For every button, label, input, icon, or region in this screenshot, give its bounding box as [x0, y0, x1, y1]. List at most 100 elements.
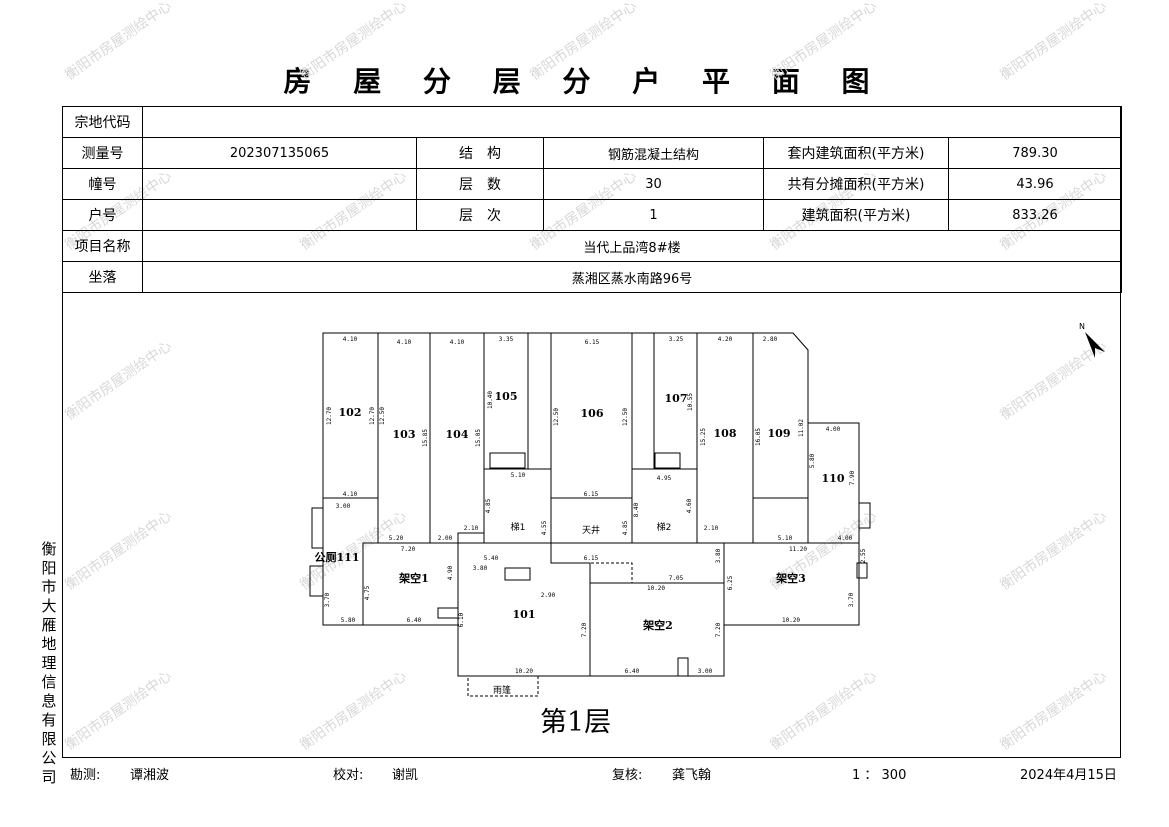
- gongyou-label: 共有分摊面积(平方米): [763, 168, 949, 200]
- hu-value: [142, 199, 417, 231]
- dimension-label: 7.20: [715, 622, 722, 637]
- table-row: 坐落 蒸湘区蒸水南路96号: [62, 261, 1123, 293]
- detail-box: [309, 565, 324, 597]
- dimension-label: 3.25: [669, 336, 684, 343]
- dimension-label: 4.00: [826, 426, 841, 433]
- taonei-label: 套内建筑面积(平方米): [763, 137, 949, 169]
- room-label: 梯1: [511, 521, 526, 533]
- dimension-label: 10.55: [687, 393, 694, 411]
- dimension-label: 10.40: [487, 391, 494, 409]
- stair-2-outline: [631, 468, 698, 544]
- shaft-a-outline: [527, 332, 552, 470]
- dimension-label: 4.90: [447, 565, 454, 580]
- dimension-label: 10.20: [782, 617, 800, 624]
- detail-box: [654, 452, 681, 469]
- dimension-label: 5.80: [341, 617, 356, 624]
- room-label: 公厕111: [315, 551, 360, 564]
- dimension-label: 12.50: [379, 407, 386, 425]
- censhu-value: 30: [543, 168, 764, 200]
- dimension-label: 11.20: [789, 546, 807, 553]
- dashed-outline: [551, 562, 633, 583]
- dimension-label: 4.10: [343, 336, 358, 343]
- overhead-2-outline: [589, 582, 725, 677]
- dimension-label: 6.15: [585, 339, 600, 346]
- xiangmu-value: 当代上品湾8#楼: [141, 230, 1123, 262]
- surveyor-label: 勘测:: [70, 768, 101, 783]
- room-label: 109: [768, 427, 791, 440]
- dimension-label: 3.70: [848, 592, 855, 607]
- zhuang-value: [142, 168, 417, 200]
- room-label: 101: [513, 608, 536, 621]
- floor-plan: 102 103 104 105 106 107 108 109 110 公厕11…: [309, 332, 871, 697]
- dimension-label: 4.00: [838, 535, 853, 542]
- zuoluo-label: 坐落: [62, 261, 143, 293]
- zongdi-label: 宗地代码: [62, 106, 143, 138]
- dimension-label: 4.10: [397, 339, 412, 346]
- xiangmu-label: 项目名称: [62, 230, 143, 262]
- dimension-label: 15.25: [700, 428, 707, 446]
- table-row: 宗地代码: [62, 106, 1123, 138]
- date: 2024年4月15日: [1020, 768, 1117, 783]
- dimension-label: 5.20: [389, 535, 404, 542]
- room-label: 104: [446, 428, 469, 441]
- dimension-label: 7.20: [581, 622, 588, 637]
- dimension-label: 4.95: [657, 475, 672, 482]
- reviewer-name: 龚飞翰: [672, 768, 712, 783]
- surveyor-name: 谭湘波: [130, 768, 170, 783]
- dimension-label: 4.55: [541, 520, 548, 535]
- room-label: 110: [822, 472, 845, 485]
- floor-label: 第1层: [540, 707, 612, 738]
- dimension-label: 2.10: [704, 525, 719, 532]
- dimension-label: 4.60: [686, 498, 693, 513]
- dimension-label: 5.80: [809, 453, 816, 468]
- dimension-label: 15.05: [475, 429, 482, 447]
- room-label: 架空1: [398, 571, 429, 585]
- courtyard-outline: [550, 497, 633, 544]
- cenci-value: 1: [543, 199, 764, 231]
- detail-box: [858, 502, 871, 529]
- checker-label: 校对:: [333, 768, 364, 783]
- dimension-label: 4.85: [622, 520, 629, 535]
- dimension-label: 7.90: [849, 470, 856, 485]
- jiegou-label: 结 构: [416, 137, 544, 169]
- dimension-label: 5.10: [511, 472, 526, 479]
- shaft-b-outline: [631, 332, 655, 470]
- dimension-label: 2.10: [464, 525, 479, 532]
- detail-box: [437, 607, 459, 619]
- cenci-label: 层 次: [416, 199, 544, 231]
- room-label: 天井: [582, 524, 600, 536]
- hu-label: 户号: [62, 199, 143, 231]
- organization-name: 衡阳市大雁地理信息有限公司: [41, 540, 57, 786]
- dimension-label: 7.20: [401, 546, 416, 553]
- table-row: 户号 层 次 1 建筑面积(平方米) 833.26: [62, 199, 1123, 231]
- north-label: N: [1079, 322, 1085, 331]
- dimension-label: 12.50: [622, 408, 629, 426]
- dimension-label: 3.35: [499, 336, 514, 343]
- checker-name: 谢凯: [392, 768, 419, 783]
- celiang-value: 202307135065: [142, 137, 417, 169]
- dimension-label: 3.80: [715, 548, 722, 563]
- table-row: 幢号 层 数 30 共有分摊面积(平方米) 43.96: [62, 168, 1123, 200]
- gongyou-value: 43.96: [947, 168, 1123, 200]
- zuoluo-value: 蒸湘区蒸水南路96号: [141, 261, 1123, 293]
- celiang-label: 测量号: [62, 137, 143, 169]
- table-row: 项目名称 当代上品湾8#楼: [62, 230, 1123, 262]
- dimension-label: 4.75: [364, 585, 371, 600]
- jiegou-value: 钢筋混凝土结构: [543, 137, 764, 169]
- unit-109-outline: [752, 332, 809, 499]
- dimension-label: 4.10: [450, 339, 465, 346]
- dimension-label: 6.40: [407, 617, 422, 624]
- dimension-label: 6.15: [584, 491, 599, 498]
- jianzhu-label: 建筑面积(平方米): [763, 199, 949, 231]
- dimension-label: 3.70: [324, 592, 331, 607]
- room-label: 108: [714, 427, 737, 440]
- scale: 1 ： 300: [852, 768, 907, 783]
- dimension-label: 16.05: [755, 428, 762, 446]
- detail-box: [489, 452, 526, 469]
- room-label: 架空2: [642, 618, 673, 632]
- dimension-label: 6.40: [625, 668, 640, 675]
- room-label: 102: [339, 406, 362, 419]
- detail-box: [504, 567, 531, 581]
- room-label: 106: [581, 407, 604, 420]
- dimension-label: 6.15: [584, 555, 599, 562]
